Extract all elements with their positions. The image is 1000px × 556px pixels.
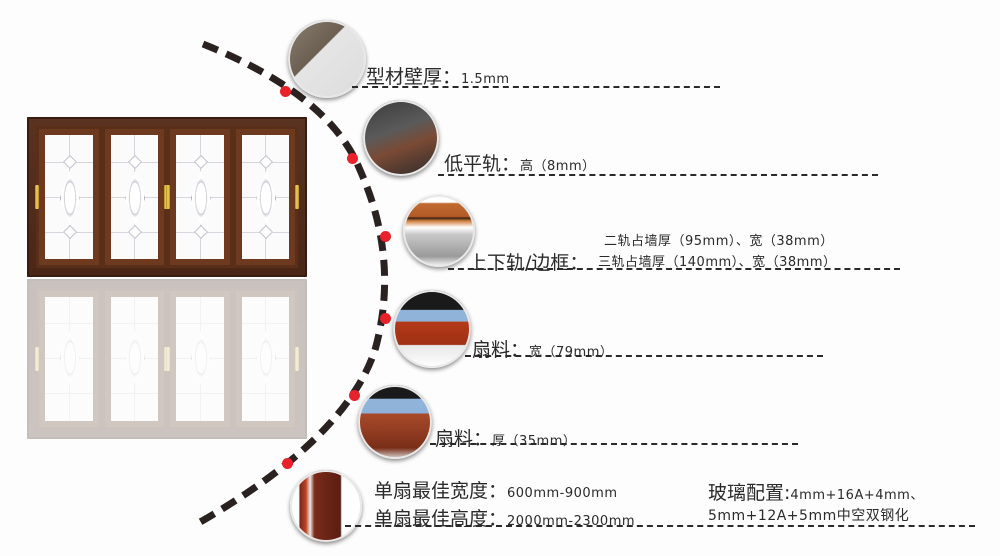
spec-profile-wall-thickness: 型材壁厚：1.5mm bbox=[366, 62, 510, 89]
dashed-underline bbox=[352, 86, 720, 88]
spec-best-width: 单扇最佳宽度：600mm-900mm bbox=[374, 476, 618, 503]
spec-label: 单扇最佳宽度： bbox=[374, 480, 508, 502]
window-sash-2 bbox=[101, 126, 168, 268]
window-sash-3 bbox=[166, 126, 233, 268]
spec-value: 5mm+12A+5mm中空双钢化 bbox=[708, 508, 910, 524]
caliper-sash-thickness-thumbnail bbox=[358, 385, 432, 459]
marker-dot-2 bbox=[347, 153, 358, 164]
marker-dot-4 bbox=[380, 313, 391, 324]
spec-sash-width: 扇料：宽（79mm） bbox=[472, 335, 613, 362]
spec-glass-config-line2: 5mm+12A+5mm中空双钢化 bbox=[708, 505, 909, 525]
window-sash-4 bbox=[232, 126, 299, 268]
spec-label: 单扇最佳高度： bbox=[374, 508, 508, 530]
spec-label: 低平轨： bbox=[444, 153, 521, 175]
caliper-sash-width-thumbnail bbox=[393, 290, 471, 368]
spec-label: 扇料： bbox=[435, 428, 493, 450]
spec-low-track: 低平轨：高（8mm） bbox=[444, 149, 596, 176]
spec-label: 扇料： bbox=[472, 339, 530, 361]
sliding-window-image bbox=[27, 117, 307, 277]
marker-dot-3 bbox=[380, 231, 391, 242]
spec-value: 宽（79mm） bbox=[529, 345, 614, 360]
dashed-underline bbox=[345, 525, 975, 527]
spec-value: 4mm+16A+4mm、 bbox=[790, 488, 924, 503]
dashed-underline bbox=[438, 174, 878, 176]
handle-icon bbox=[295, 185, 299, 209]
window-reflection bbox=[27, 279, 307, 439]
spec-value: 二轨占墙厚（95mm）、宽（38mm） bbox=[604, 234, 834, 249]
rail-frame-thumbnail bbox=[403, 195, 475, 267]
spec-label: 型材壁厚： bbox=[366, 66, 462, 88]
handle-icon bbox=[166, 185, 170, 209]
spec-rail-frame: 上下轨/边框： bbox=[468, 248, 588, 275]
spec-glass-config: 玻璃配置:4mm+16A+4mm、 bbox=[708, 478, 924, 505]
spec-rail-frame-value-1: 二轨占墙厚（95mm）、宽（38mm） bbox=[604, 230, 834, 249]
spec-value: 1.5mm bbox=[461, 72, 510, 87]
spec-value: 600mm-900mm bbox=[507, 486, 618, 501]
dashed-underline bbox=[430, 443, 798, 445]
marker-dot-6 bbox=[282, 458, 293, 469]
caliper-low-track-thumbnail bbox=[363, 100, 439, 176]
spec-sash-thickness: 扇料：厚（35mm） bbox=[435, 424, 576, 451]
marker-dot-5 bbox=[349, 390, 360, 401]
dashed-underline bbox=[448, 268, 900, 270]
handle-icon bbox=[35, 185, 39, 209]
spec-value: 高（8mm） bbox=[520, 159, 596, 174]
spec-label: 玻璃配置: bbox=[708, 482, 791, 504]
dashed-underline bbox=[465, 355, 823, 357]
spec-value: 三轨占墙厚（140mm）、宽（38mm） bbox=[598, 255, 837, 270]
spec-label: 上下轨/边框： bbox=[468, 252, 589, 274]
marker-dot-1 bbox=[280, 86, 291, 97]
sash-profile-thumbnail bbox=[290, 470, 362, 542]
caliper-wall-thickness-thumbnail bbox=[288, 20, 366, 98]
spec-rail-frame-value-2: 三轨占墙厚（140mm）、宽（38mm） bbox=[598, 251, 837, 270]
window-sash-1 bbox=[35, 126, 102, 268]
spec-value: 厚（35mm） bbox=[492, 434, 577, 449]
